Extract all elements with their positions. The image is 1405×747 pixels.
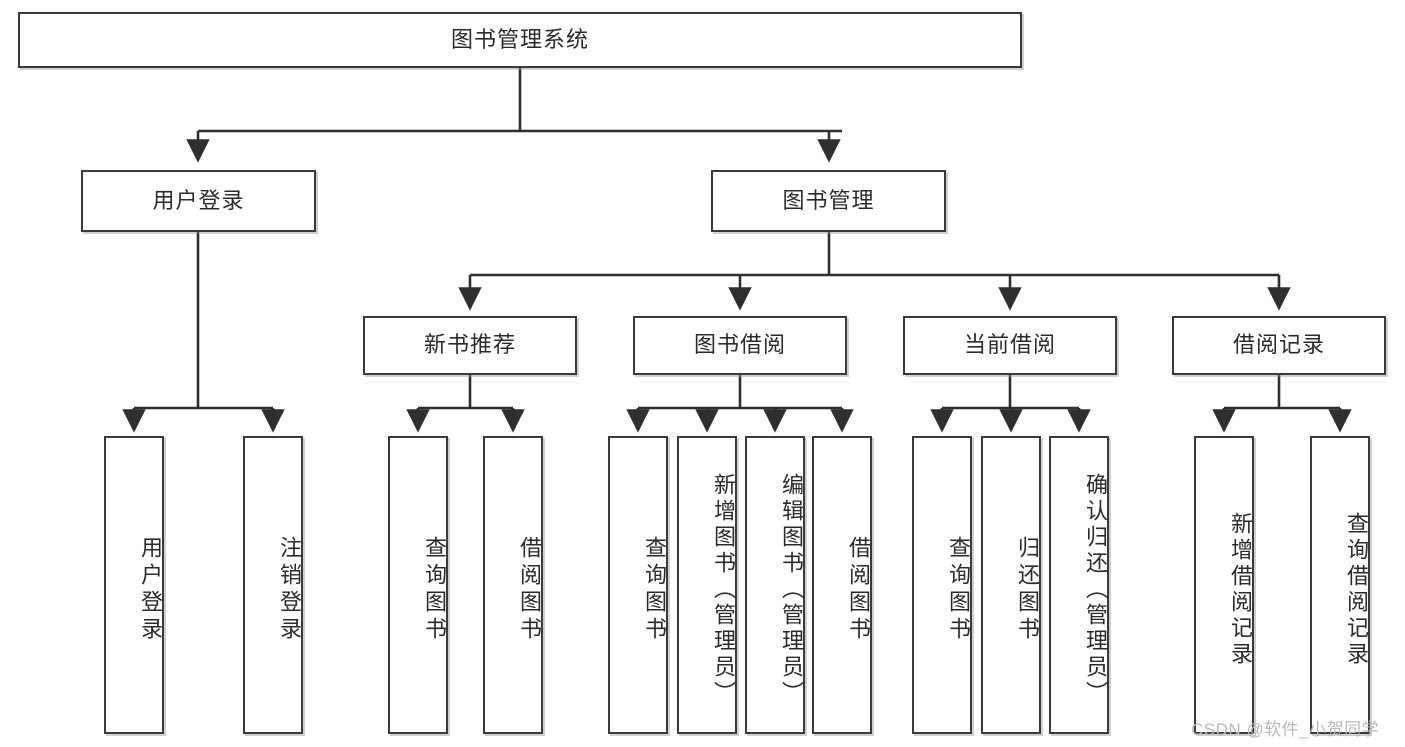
csdn-watermark: CSDN @软件_小贺同学 bbox=[1191, 720, 1380, 739]
node-leaf-rec-query[interactable]: 查询图书 bbox=[388, 436, 448, 734]
node-borrow-record-label: 借阅记录 bbox=[1232, 332, 1325, 358]
node-leaf-rcd-query[interactable]: 查询借阅记录 bbox=[1310, 436, 1370, 734]
node-leaf-cur-query-label: 查询图书 bbox=[946, 536, 971, 644]
node-book-borrow-label: 图书借阅 bbox=[693, 332, 786, 358]
node-leaf-cur-confirm-label: 确认归还（管理员） bbox=[1083, 473, 1108, 707]
node-new-book-rec[interactable]: 新书推荐 bbox=[363, 316, 577, 375]
node-leaf-cur-return-label: 归还图书 bbox=[1015, 536, 1040, 644]
node-leaf-borrow-lend-label: 借阅图书 bbox=[846, 536, 871, 644]
node-user-login[interactable]: 用户登录 bbox=[81, 170, 316, 232]
node-book-manage[interactable]: 图书管理 bbox=[711, 170, 946, 232]
node-borrow-record[interactable]: 借阅记录 bbox=[1172, 316, 1386, 375]
node-leaf-user-login[interactable]: 用户登录 bbox=[104, 436, 164, 734]
node-root[interactable]: 图书管理系统 bbox=[18, 12, 1022, 68]
node-leaf-borrow-query-label: 查询图书 bbox=[642, 536, 667, 644]
node-book-manage-label: 图书管理 bbox=[782, 187, 875, 213]
node-current-borrow-label: 当前借阅 bbox=[963, 332, 1056, 358]
node-leaf-rcd-add-label: 新增借阅记录 bbox=[1228, 512, 1253, 668]
node-book-borrow[interactable]: 图书借阅 bbox=[633, 316, 847, 375]
node-leaf-user-logout[interactable]: 注销登录 bbox=[243, 436, 303, 734]
node-leaf-borrow-lend[interactable]: 借阅图书 bbox=[812, 436, 872, 734]
node-leaf-cur-confirm[interactable]: 确认归还（管理员） bbox=[1049, 436, 1109, 734]
node-leaf-user-logout-label: 注销登录 bbox=[277, 536, 302, 644]
node-leaf-borrow-edit-label: 编辑图书（管理员） bbox=[779, 473, 804, 707]
node-leaf-user-login-label: 用户登录 bbox=[138, 536, 163, 644]
node-leaf-borrow-query[interactable]: 查询图书 bbox=[608, 436, 668, 734]
node-leaf-cur-return[interactable]: 归还图书 bbox=[981, 436, 1041, 734]
node-leaf-borrow-add[interactable]: 新增图书（管理员） bbox=[677, 436, 737, 734]
node-leaf-rec-borrow[interactable]: 借阅图书 bbox=[483, 436, 543, 734]
node-leaf-borrow-add-label: 新增图书（管理员） bbox=[711, 473, 736, 707]
node-leaf-rec-query-label: 查询图书 bbox=[422, 536, 447, 644]
node-root-label: 图书管理系统 bbox=[450, 26, 589, 52]
node-new-book-rec-label: 新书推荐 bbox=[423, 332, 516, 358]
node-leaf-borrow-edit[interactable]: 编辑图书（管理员） bbox=[745, 436, 805, 734]
node-leaf-rcd-query-label: 查询借阅记录 bbox=[1344, 512, 1369, 668]
node-user-login-label: 用户登录 bbox=[152, 187, 245, 213]
node-leaf-rec-borrow-label: 借阅图书 bbox=[517, 536, 542, 644]
node-leaf-cur-query[interactable]: 查询图书 bbox=[912, 436, 972, 734]
node-leaf-rcd-add[interactable]: 新增借阅记录 bbox=[1194, 436, 1254, 734]
node-current-borrow[interactable]: 当前借阅 bbox=[903, 316, 1117, 375]
